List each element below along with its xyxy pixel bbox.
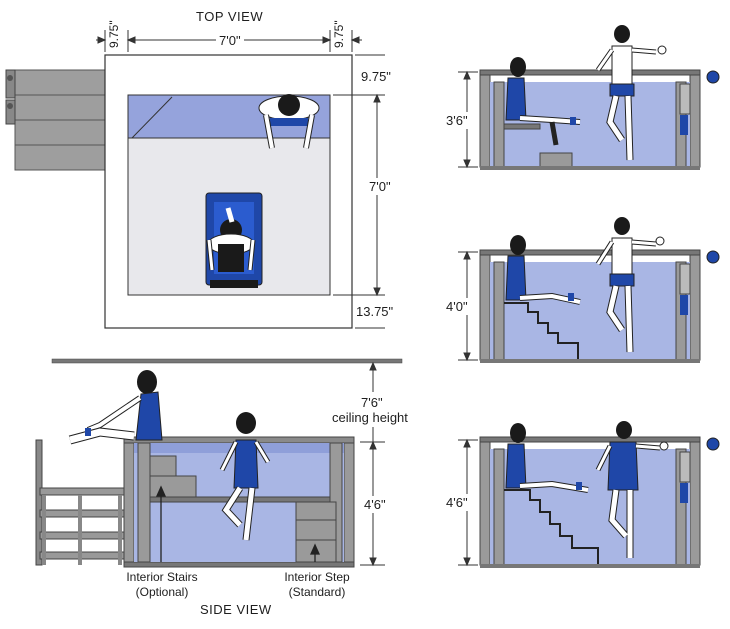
ceiling-label: ceiling height	[332, 410, 408, 425]
depth-variant-1-dim: 3'6"	[445, 112, 469, 129]
top-view-treadmill	[205, 192, 263, 288]
side-view-interior-stairs	[149, 455, 197, 498]
side-depth-dim: 4'6"	[362, 496, 388, 513]
stairs-label: Interior Stairs (Optional)	[116, 570, 208, 600]
top-view	[5, 30, 385, 329]
depth-variant-1	[458, 25, 720, 170]
dim-right-middle: 7'0"	[367, 178, 393, 195]
ceiling-dim: 7'6"	[361, 395, 383, 410]
depth-variant-2	[458, 217, 720, 363]
top-view-dimension-right	[333, 54, 385, 329]
ceiling-line	[51, 358, 403, 364]
dim-top-left: 9.75"	[107, 20, 121, 48]
depth-variant-2-dim: 4'0"	[445, 298, 469, 315]
step-label-line1: Interior Step	[284, 570, 350, 584]
side-view-standing-woman	[219, 412, 271, 541]
depth-variant-3-dim: 4'6"	[445, 494, 469, 511]
top-view-title: TOP VIEW	[196, 9, 264, 24]
dim-top-right: 9.75"	[332, 20, 346, 48]
step-label: Interior Step (Standard)	[272, 570, 362, 600]
side-view-seated-woman	[68, 370, 163, 445]
depth-variant-3	[458, 421, 720, 568]
top-view-person-seated	[258, 94, 320, 149]
step-label-line2: (Standard)	[288, 585, 346, 599]
side-view-interior-step	[295, 501, 337, 563]
side-view	[35, 358, 403, 568]
stairs-label-line2: (Optional)	[135, 585, 189, 599]
stairs-label-line1: Interior Stairs	[126, 570, 198, 584]
side-view-title: SIDE VIEW	[200, 602, 272, 617]
dim-top-middle: 7'0"	[216, 34, 244, 47]
dim-right-bottom: 13.75"	[356, 304, 394, 319]
dim-right-top: 9.75"	[361, 69, 391, 84]
top-view-exterior-steps	[5, 69, 106, 171]
side-view-exterior-steps	[35, 439, 125, 566]
